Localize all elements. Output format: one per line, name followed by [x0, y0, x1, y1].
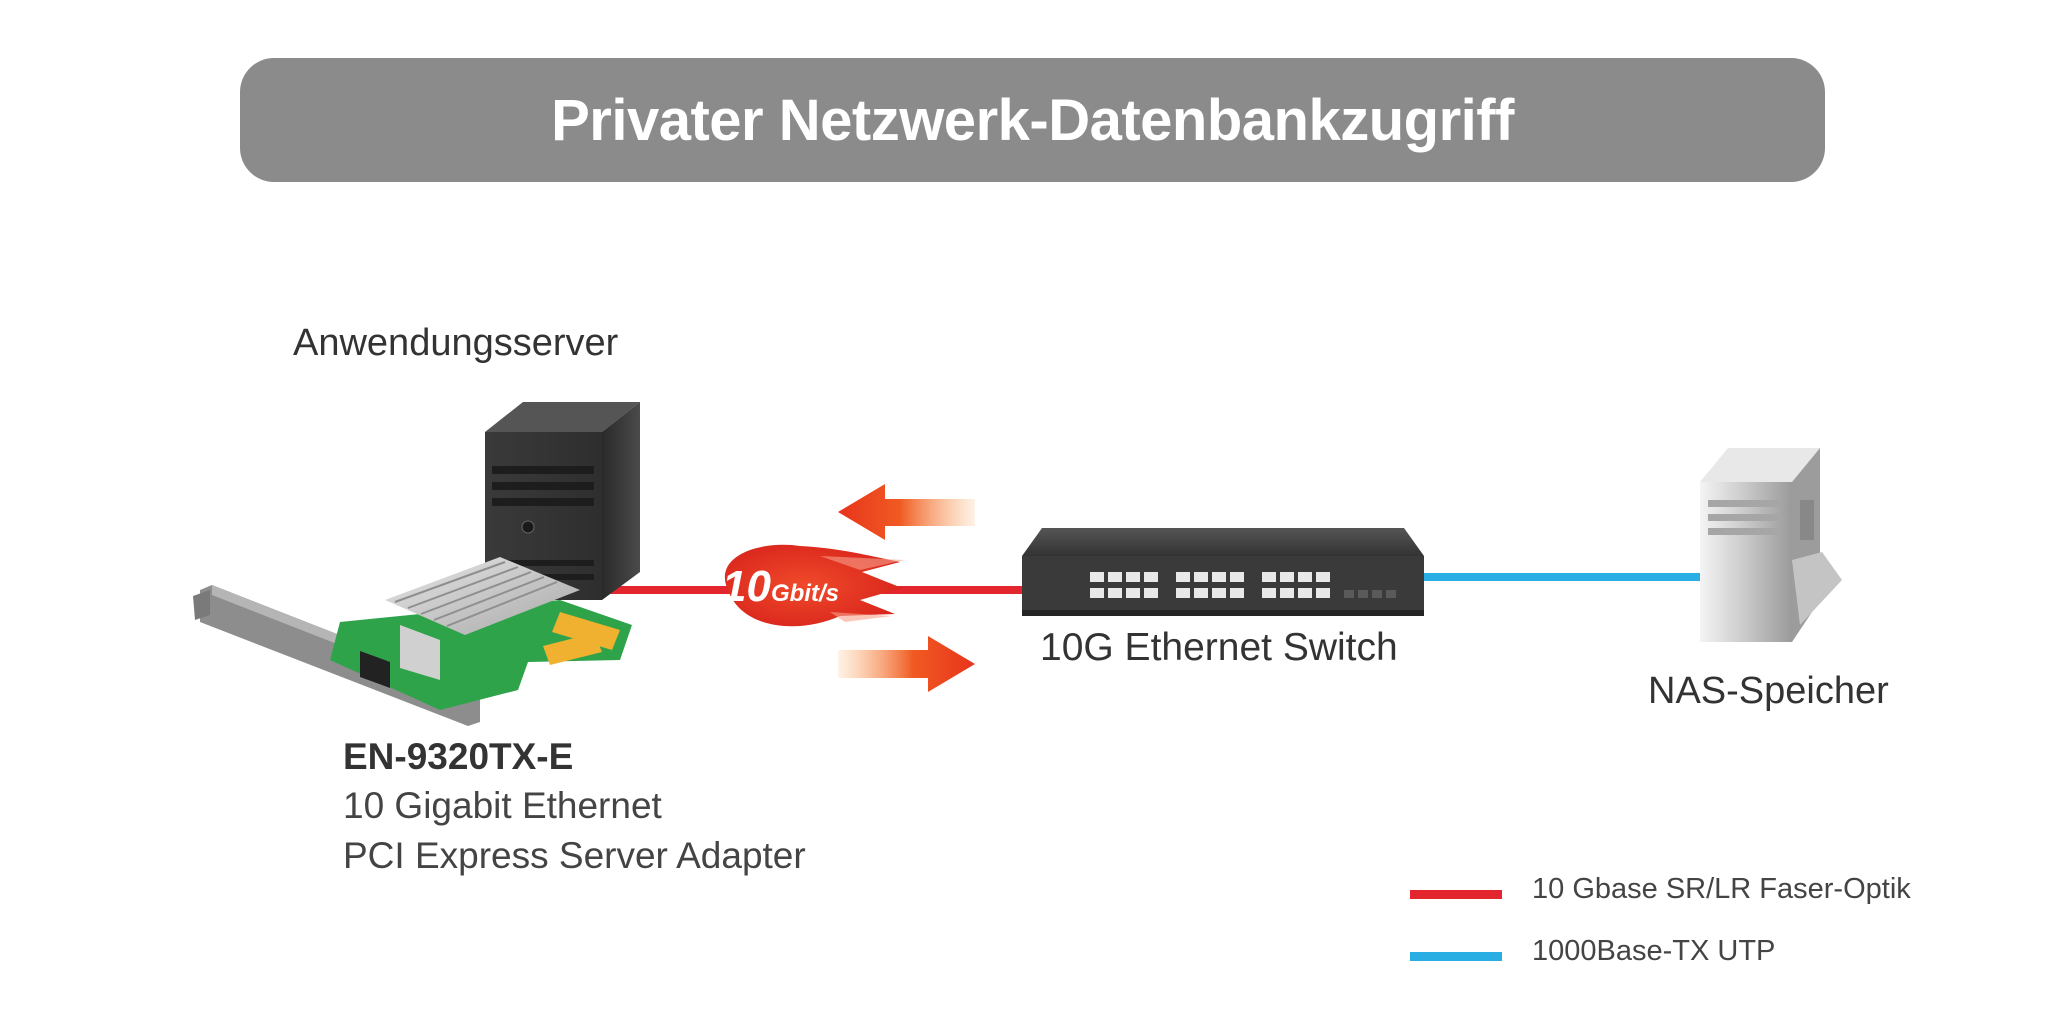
speed-badge-icon	[724, 544, 905, 627]
switch-label: 10G Ethernet Switch	[1040, 626, 1398, 669]
adapter-description-line1: 10 Gigabit Ethernet	[343, 785, 662, 826]
legend-swatch-utp	[1410, 952, 1502, 961]
speed-badge: 10Gbit/s	[722, 562, 839, 612]
legend-swatch-fiber	[1410, 890, 1502, 899]
arrow-left-icon	[838, 484, 975, 540]
server-tower-icon	[485, 402, 640, 600]
adapter-description-line2: PCI Express Server Adapter	[343, 835, 806, 876]
server-label: Anwendungsserver	[293, 322, 619, 364]
speed-number: 10	[722, 562, 771, 611]
nas-storage-icon	[1700, 448, 1842, 642]
ethernet-switch-icon	[1022, 528, 1424, 616]
adapter-model: EN-9320TX-E	[343, 736, 574, 777]
pcie-adapter-icon	[193, 557, 632, 726]
legend-label-utp: 1000Base-TX UTP	[1532, 935, 1776, 967]
speed-unit: Gbit/s	[770, 580, 839, 607]
page-title: Privater Netzwerk-Datenbankzugriff	[551, 87, 1514, 153]
legend-label-fiber: 10 Gbase SR/LR Faser-Optik	[1532, 873, 1911, 905]
arrow-right-icon	[838, 636, 975, 692]
nas-label: NAS-Speicher	[1648, 670, 1889, 712]
title-banner: Privater Netzwerk-Datenbankzugriff	[240, 58, 1825, 182]
